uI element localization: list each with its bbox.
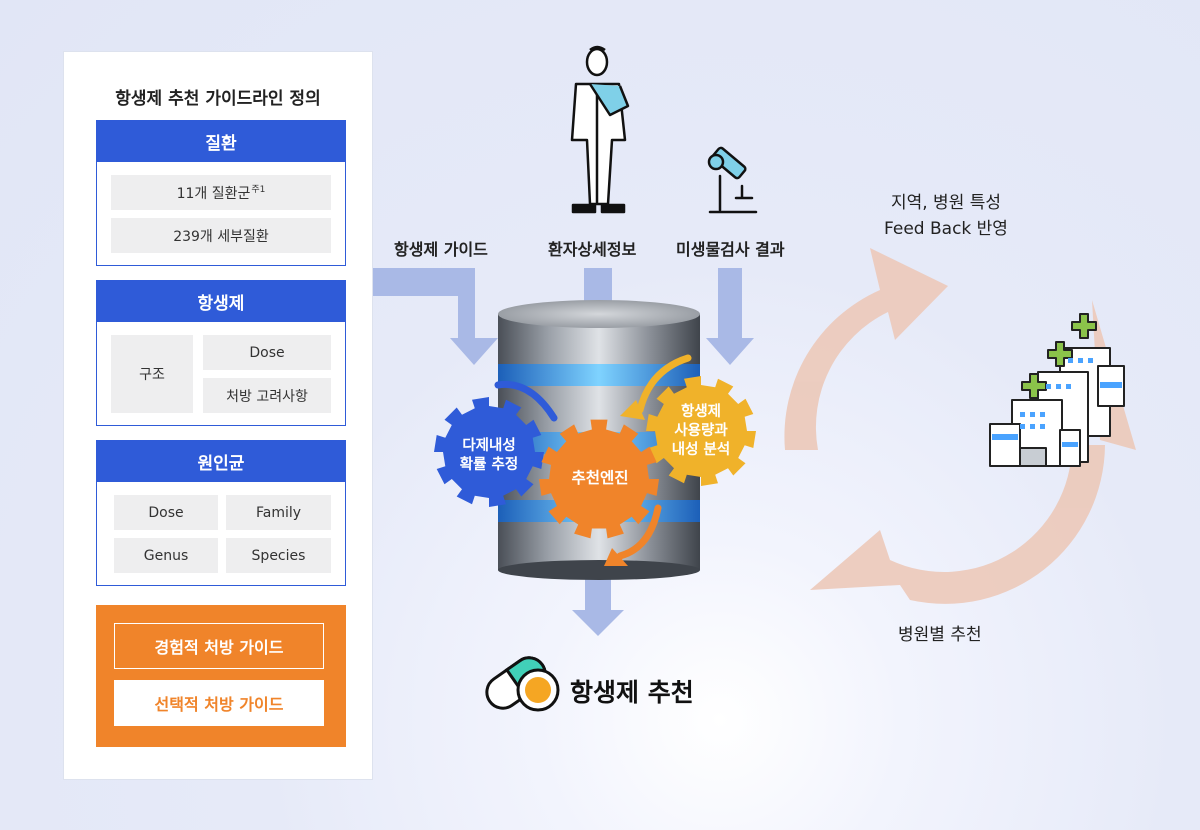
- output-title: 항생제 추천: [570, 678, 694, 707]
- pathogen-dose-cell: Dose: [114, 495, 218, 530]
- footnote-marker: 주1: [251, 185, 266, 195]
- hospital-recommend-label: 병원별 추천: [898, 625, 982, 645]
- antibiotic-box: 항생제 구조 Dose 처방 고려사항: [96, 280, 346, 426]
- gear-icon: [434, 397, 544, 507]
- panel-title: 항생제 추천 가이드라인 정의: [115, 89, 321, 109]
- hospital-icon: [989, 313, 1125, 467]
- disease-header: 질환: [97, 121, 345, 162]
- pathogen-genus-cell: Genus: [114, 538, 218, 573]
- pathogen-family-cell: Family: [226, 495, 331, 530]
- microbiology-label: 미생물검사 결과: [676, 240, 785, 259]
- left-gear-label: 다제내성 확률 추정: [459, 438, 519, 473]
- gear-shape: [646, 376, 756, 486]
- gear-shape: [434, 397, 544, 507]
- gear-icon: [646, 376, 756, 486]
- gear-shape: [539, 419, 659, 539]
- patient-info-label: 환자상세정보: [548, 240, 637, 259]
- dose-cell: Dose: [203, 335, 331, 370]
- microscope-icon: [707, 146, 758, 214]
- structure-cell: 구조: [111, 335, 193, 413]
- right-gear-label: 항생제 사용량과 내성 분석: [671, 404, 731, 458]
- pathogen-header: 원인균: [97, 441, 345, 482]
- antibiotic-guide-label: 항생제 가이드: [394, 240, 488, 259]
- pathogen-species-cell: Species: [226, 538, 331, 573]
- person-icon: [570, 45, 630, 214]
- considerations-cell: 처방 고려사항: [203, 378, 331, 413]
- selective-guide-button[interactable]: 선택적 처방 가이드: [114, 680, 324, 726]
- feedback-label: 지역, 병원 특성 Feed Back 반영: [884, 193, 1008, 239]
- prescription-guide-box: 경험적 처방 가이드 선택적 처방 가이드: [96, 605, 346, 747]
- empirical-guide-button[interactable]: 경험적 처방 가이드: [114, 623, 324, 669]
- pill-icon: [485, 656, 560, 712]
- center-gear-label: 추천엔진: [571, 469, 629, 487]
- disease-detail-cell: 239개 세부질환: [111, 218, 331, 253]
- pathogen-box: 원인균 Dose Family Genus Species: [96, 440, 346, 586]
- antibiotic-header: 항생제: [97, 281, 345, 322]
- gear-icon: [539, 419, 659, 539]
- engine-cycle-arrows: [494, 354, 692, 560]
